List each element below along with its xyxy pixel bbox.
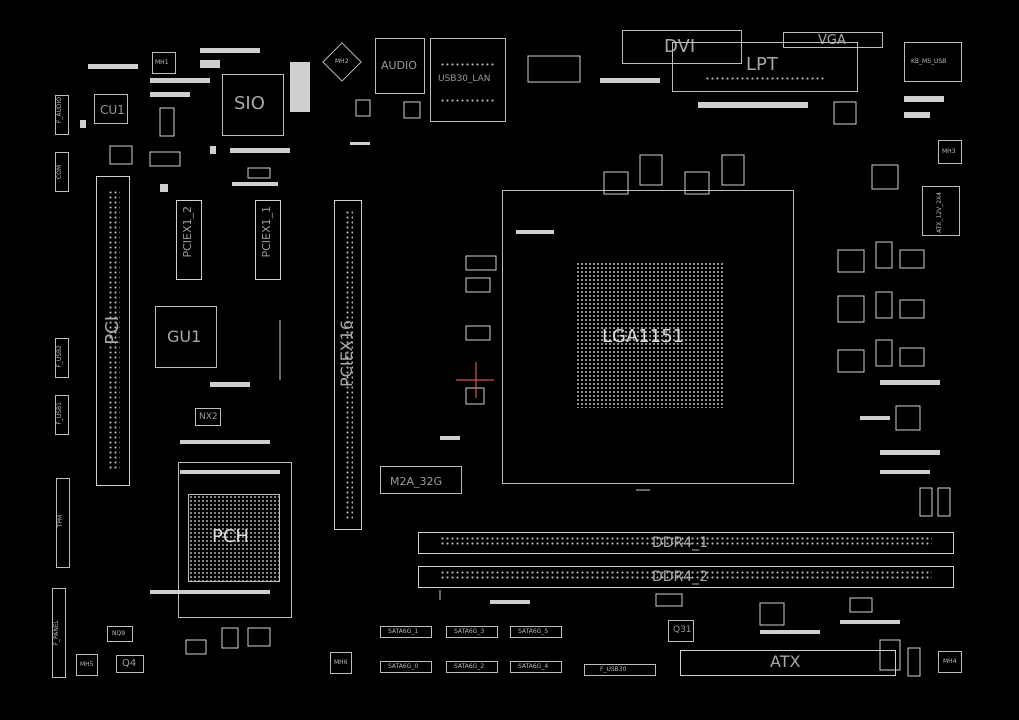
usb30-lan-pins-b [440,98,496,104]
lga1151-socket [502,190,794,484]
lga1151-pin-field [576,262,724,408]
lga1151-label: LGA1151 [602,326,685,347]
usb30-lan-connector [430,38,506,122]
sata-3-label: SATA6G_3 [454,628,485,635]
sio-label: SIO [234,93,265,114]
gu1-label: GU1 [167,327,202,346]
mh2-label: MH2 [335,58,349,65]
vga-connector [783,32,883,48]
sata-1-label: SATA6G_1 [388,628,419,635]
sata-2-label: SATA6G_2 [454,663,485,670]
gu1-chip [155,306,217,368]
q31-chip [668,620,694,642]
ddr4-2-slot [418,566,954,588]
nx2-label: NX2 [199,412,218,422]
mh5-label: MH5 [80,661,94,668]
f-audio-header [55,95,69,135]
kb-ms-usb-connector [904,42,962,82]
sata-5-label: SATA6G_5 [518,628,549,635]
pciex1-1-slot [255,200,281,280]
mh4-label: MH4 [943,658,957,665]
pciex1-2-slot [176,200,202,280]
lpt-connector [672,42,858,92]
f-usb30-label: F_USB30 [600,666,627,673]
lpt-pins [705,76,825,82]
sata-4-label: SATA6G_4 [518,663,549,670]
dvi-connector [622,30,742,64]
cu1-chip [94,94,128,124]
ddr4-1-pins [440,536,932,546]
nq9-label: NQ9 [112,630,126,637]
ddr4-2-label: DDR4_2 [652,569,709,585]
sata-0-label: SATA6G_0 [388,663,419,670]
atx-12v-header [922,186,960,236]
f-usb2-header [55,338,69,378]
sata-2-port [446,661,498,673]
nq9-chip [107,626,133,642]
m2a-slot [380,466,462,494]
f-usb30-header [584,664,656,676]
usb30-lan-pins [440,62,496,68]
audio-label: AUDIO [381,59,417,72]
pci-slot [96,176,130,486]
sio-chip [222,74,284,136]
atx-connector [680,650,896,676]
mh6-label: MH6 [334,659,348,666]
ddr4-1-label: DDR4_1 [652,535,709,551]
mh1-hole [152,52,176,74]
tpm-header [56,478,70,568]
sata-4-port [510,661,562,673]
kb-ms-usb-label: KB_MS_USB [911,58,947,65]
nx2-chip [195,408,221,426]
cu1-label: CU1 [100,103,125,117]
pciex16-pins [345,210,353,520]
pciex16-slot [334,200,362,530]
usb30-lan-label: USB30_LAN [438,74,491,84]
pci-pins [108,190,120,470]
sata-1-port [380,626,432,638]
mh4-hole [938,651,962,673]
mh3-label: MH3 [942,148,956,155]
vga-label: VGA [818,33,846,48]
mh3-hole [938,140,962,164]
q4-label: Q4 [122,658,137,669]
q4-chip [116,655,144,673]
sata-5-port [510,626,562,638]
m2a-label: M2A_32G [390,475,443,488]
ddr4-2-pins [440,570,932,580]
pch-label: PCH [212,526,249,547]
pch-chip [188,494,280,582]
q31-label: Q31 [673,625,692,635]
mh5-hole [76,654,98,676]
audio-connector [375,38,425,94]
atx-label: ATX [770,652,801,671]
sata-3-port [446,626,498,638]
com-header [55,152,69,192]
ddr4-1-slot [418,532,954,554]
sata-0-port [380,661,432,673]
mh6-hole [330,652,352,674]
f-usb1-header [55,395,69,435]
f-panel-header [52,588,66,678]
pch-outline [178,462,292,618]
mh1-label: MH1 [155,59,169,66]
lpt-label: LPT [746,54,778,75]
